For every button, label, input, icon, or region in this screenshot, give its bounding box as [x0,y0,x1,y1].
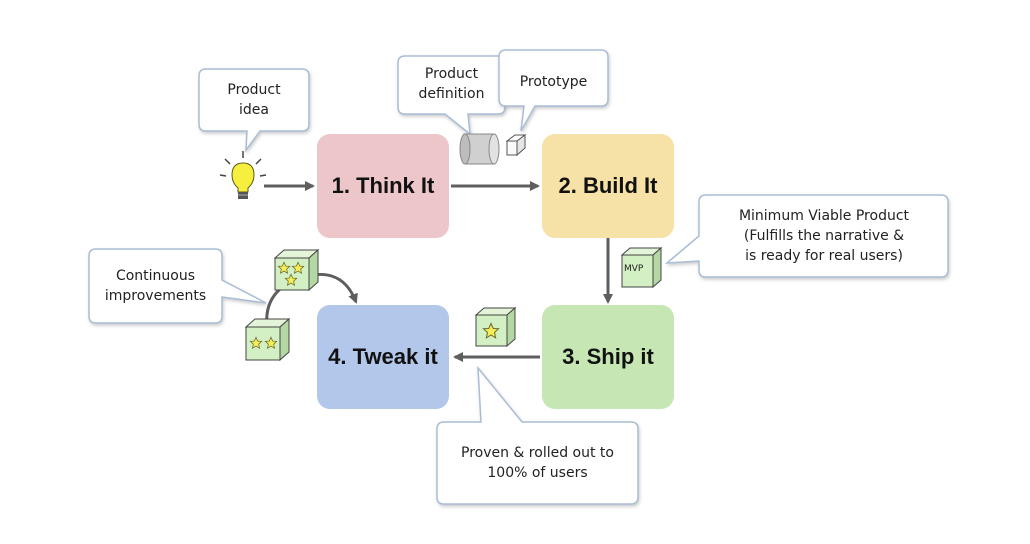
scroll-icon [459,133,500,165]
mvp-box-label: MVP [624,264,644,274]
callout-continuous-text: Continuous improvements [104,268,207,304]
three-star-box-icon [273,248,320,292]
callout-product-idea-text: Product idea [227,82,281,118]
two-star-box-icon [244,317,291,362]
callout-proven [436,365,639,505]
star-box-icon [474,306,517,348]
callout-product-definition-text: Product definition [418,66,485,102]
step-think-it: 1. Think It [317,134,449,238]
mvp-box-icon [620,246,663,289]
prototype-cube-icon [505,134,527,157]
callout-proven-text: Proven & rolled out to 100% of users [461,445,614,481]
callout-prototype-text: Prototype [519,74,588,90]
callout-product-idea [198,68,310,153]
lightbulb-icon [219,151,267,199]
step-tweak-it: 4. Tweak it [317,305,449,409]
callout-mvp [664,194,949,278]
callout-continuous [88,248,267,324]
callout-prototype [498,49,609,132]
callout-mvp-text: Minimum Viable Product (Fulfills the nar… [738,208,910,264]
step-ship-it: 3. Ship it [542,305,674,409]
step-build-it: 2. Build It [542,134,674,238]
